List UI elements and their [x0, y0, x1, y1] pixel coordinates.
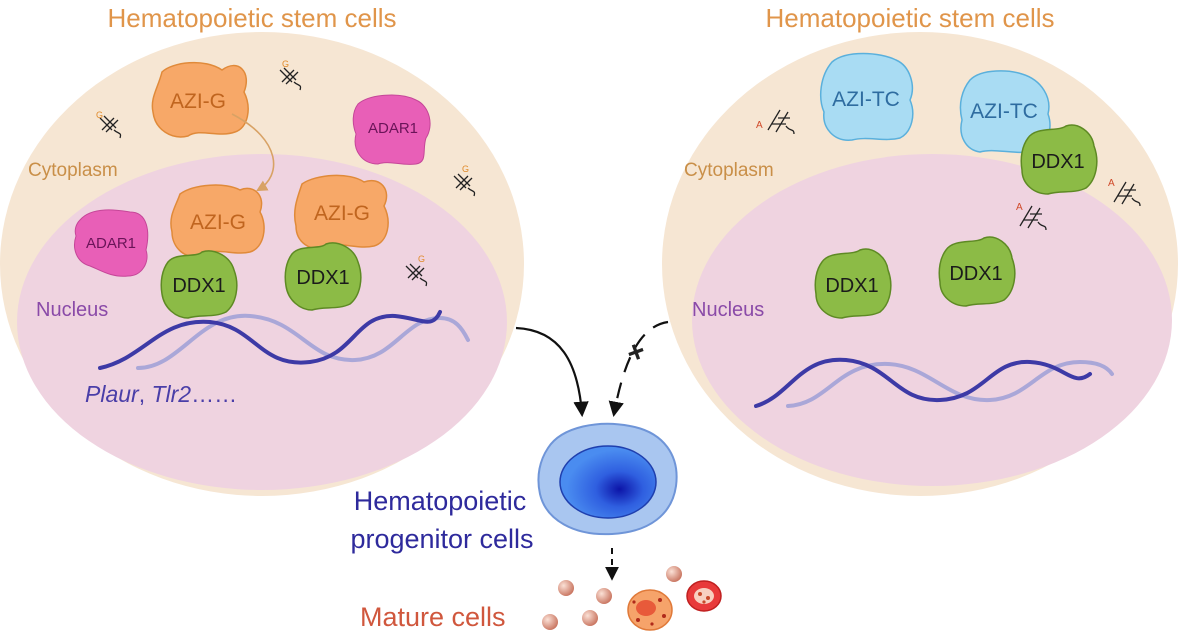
right-cytoplasm-label: Cytoplasm	[684, 160, 774, 181]
azi-g-blob-nuc-2	[293, 174, 389, 250]
ddx1-blob-1	[160, 250, 238, 319]
progenitor-label-line1: Hematopoietic	[354, 486, 527, 516]
rna-a-mark-3: A	[1016, 202, 1023, 213]
right-nucleus	[692, 154, 1172, 486]
rna-g-mark-3: G	[462, 164, 469, 174]
adar1-label-cyto: ADAR1	[368, 120, 418, 137]
right-dna-strand-dark	[754, 357, 1092, 408]
ddx1-label-2: DDX1	[296, 267, 349, 289]
rna-hairpin-1: G	[279, 59, 302, 91]
rna-hairpin-4: G	[405, 254, 428, 287]
mature-cell-dot-3	[582, 610, 598, 626]
left-nucleus-label: Nucleus	[36, 299, 108, 321]
azi-g-blob-nuc-1	[170, 184, 265, 258]
progenitor-cell-nucleus	[559, 445, 657, 519]
rna-a-mark-1: A	[756, 120, 763, 131]
ddx1-nuclear-5: DDX1	[938, 236, 1016, 307]
ddx1-blob-3	[1020, 124, 1098, 195]
ddx1-blob-4	[814, 248, 892, 319]
adar1-blob-nuc	[74, 209, 149, 277]
rna-ladder-2: A	[1108, 178, 1141, 207]
azi-tc-ddx1-complex: AZI-TC DDX1	[959, 70, 1098, 195]
rna-hairpin-3: G	[453, 164, 476, 197]
ddx1-blob-2	[284, 242, 362, 311]
adar1-nuclear: ADAR1	[74, 209, 149, 277]
left-stem-cell: Hematopoietic stem cells Cytoplasm Nucle…	[0, 3, 524, 496]
rna-ladder-1: A	[756, 109, 795, 135]
progenitor-cell	[537, 422, 678, 536]
granulocyte-cell	[627, 589, 673, 631]
rna-g-mark-1: G	[282, 59, 289, 69]
rna-ladder-3: A	[1016, 202, 1047, 231]
azi-g-blob-cyto	[151, 61, 249, 138]
azi-tc-label-2: AZI-TC	[970, 100, 1038, 123]
mature-cells-label: Mature cells	[360, 602, 506, 632]
azi-tc-1: AZI-TC	[819, 52, 914, 141]
blocked-differentiation-arrow	[608, 320, 669, 418]
adar1-cytoplasmic: ADAR1	[352, 94, 431, 165]
rna-g-mark-2: G	[96, 110, 103, 120]
mast-cell	[686, 580, 722, 612]
mature-cells-group	[542, 566, 722, 631]
ddx1-label-3: DDX1	[1031, 151, 1084, 173]
mature-cell-dot-4	[596, 588, 612, 604]
azi-tc-blob-1	[819, 52, 914, 141]
azi-tc-label-1: AZI-TC	[832, 88, 900, 111]
right-title: Hematopoietic stem cells	[766, 3, 1055, 33]
rna-hairpin-2: G	[96, 110, 122, 139]
azi-g-ddx1-complex-2: AZI-G DDX1	[284, 174, 389, 311]
left-cytoplasm-label: Cytoplasm	[28, 160, 118, 181]
ddx1-label-4: DDX1	[825, 275, 878, 297]
differentiation-arrow-left	[515, 326, 589, 418]
azi-g-label-nuc-1: AZI-G	[190, 211, 246, 234]
left-dna-strand-light	[136, 313, 470, 370]
mature-cell-dot-1	[558, 580, 574, 596]
ddx1-label-5: DDX1	[949, 263, 1002, 285]
azi-g-label-nuc-2: AZI-G	[314, 202, 370, 225]
left-dna-strand-dark	[98, 310, 442, 370]
ddx1-blob-5	[938, 236, 1016, 307]
right-nucleus-label: Nucleus	[692, 299, 764, 321]
mature-cell-dot-5	[666, 566, 682, 582]
right-stem-cell: Hematopoietic stem cells Cytoplasm Nucle…	[662, 3, 1178, 496]
adar1-blob-cyto	[352, 94, 431, 165]
target-genes-label: Plaur, Tlr2……	[85, 381, 237, 407]
azi-g-label-cyto: AZI-G	[170, 90, 226, 113]
ddx1-label-1: DDX1	[172, 275, 225, 297]
azi-g-translocation-arrow	[231, 113, 275, 192]
right-dna-strand-light	[786, 359, 1114, 408]
rna-g-mark-4: G	[418, 254, 425, 264]
left-title: Hematopoietic stem cells	[108, 3, 397, 33]
adar1-label-nuc: ADAR1	[86, 235, 136, 252]
ddx1-nuclear-4: DDX1	[814, 248, 892, 319]
mature-cell-dot-2	[542, 614, 558, 630]
rna-a-mark-2: A	[1108, 178, 1115, 189]
azi-g-cytoplasmic: AZI-G	[151, 61, 249, 138]
azi-g-ddx1-complex-1: AZI-G DDX1	[160, 184, 265, 319]
progenitor-label-line2: progenitor cells	[350, 524, 533, 554]
